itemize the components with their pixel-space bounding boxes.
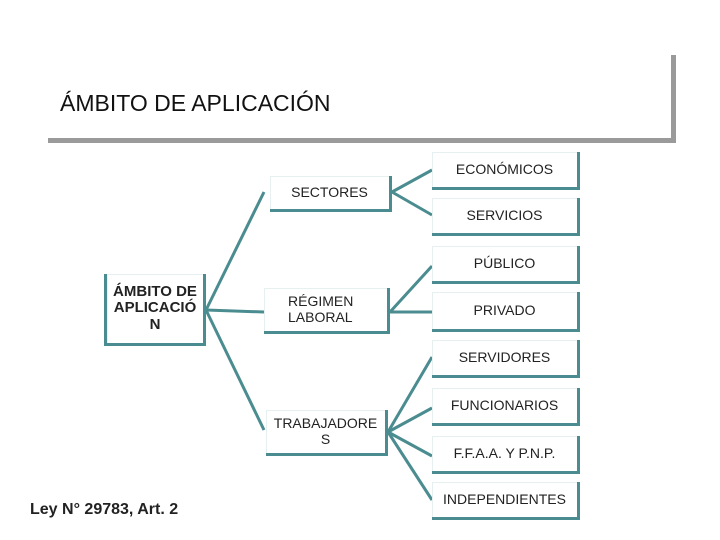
node-sectores-label: SECTORES xyxy=(291,183,368,200)
node-funcionarios-label: FUNCIONARIOS xyxy=(450,396,559,413)
title-frame xyxy=(48,55,676,143)
node-privado: PRIVADO xyxy=(432,292,580,332)
node-publico: PÚBLICO xyxy=(432,246,580,284)
node-independientes-label: INDEPENDIENTES xyxy=(443,490,566,507)
connector-trabajadores-funcionarios xyxy=(387,406,433,434)
connector-trabajadores-ffaa xyxy=(387,430,433,458)
connector-trabajadores-servidores xyxy=(386,356,434,433)
legal-reference: Ley N° 29783, Art. 2 xyxy=(30,501,179,518)
connector-root-regimen xyxy=(205,308,265,314)
root-node: ÁMBITO DE APLICACIÓN xyxy=(104,274,206,346)
connector-sectores-economicos xyxy=(391,168,433,194)
node-funcionarios: FUNCIONARIOS xyxy=(432,388,580,426)
node-regimen-laboral-label: RÉGIMEN LABORAL xyxy=(288,293,354,325)
connector-root-sectores xyxy=(204,191,266,311)
page-title: ÁMBITO DE APLICACIÓN xyxy=(60,90,331,116)
node-independientes: INDEPENDIENTES xyxy=(432,482,580,520)
node-trabajadores: TRABAJADORES xyxy=(266,410,388,456)
node-regimen-laboral: RÉGIMEN LABORAL xyxy=(264,288,390,334)
node-economicos-label: ECONÓMICOS xyxy=(455,160,554,177)
connector-trabajadores-independientes xyxy=(386,431,434,501)
node-trabajadores-label: TRABAJADORES xyxy=(273,415,378,447)
node-ffaa-pnp-label: F.F.A.A. Y P.N.P. xyxy=(453,444,556,461)
node-ffaa-pnp: F.F.A.A. Y P.N.P. xyxy=(432,436,580,474)
root-node-label: ÁMBITO DE APLICACIÓN xyxy=(113,282,197,333)
connector-regimen-publico xyxy=(388,264,434,314)
node-economicos: ECONÓMICOS xyxy=(432,152,580,190)
node-servicios: SERVICIOS xyxy=(432,198,580,236)
node-servicios-label: SERVICIOS xyxy=(466,206,543,223)
node-publico-label: PÚBLICO xyxy=(473,254,536,271)
node-servidores-label: SERVIDORES xyxy=(458,348,551,365)
connector-root-trabajadores xyxy=(204,309,266,431)
node-sectores: SECTORES xyxy=(270,176,392,212)
node-privado-label: PRIVADO xyxy=(473,301,536,318)
connector-sectores-servicios xyxy=(391,190,433,217)
node-servidores: SERVIDORES xyxy=(432,340,580,378)
